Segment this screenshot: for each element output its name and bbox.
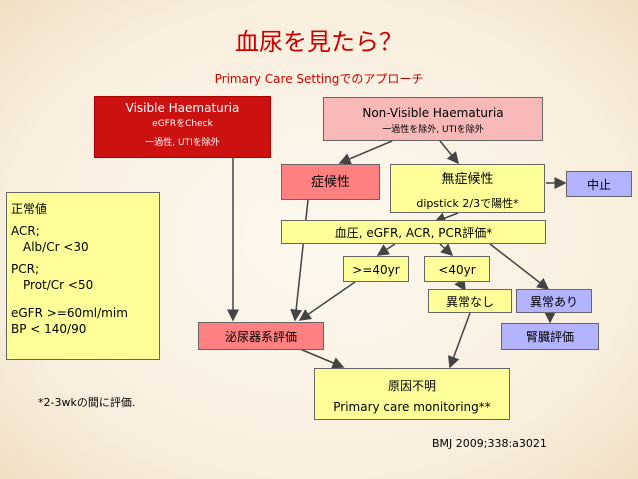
no-abnormal-box: 異常なし xyxy=(428,289,512,313)
urology-evaluation-box: 泌尿器系評価 xyxy=(198,322,324,350)
normal-bp: BP < 140/90 xyxy=(11,322,87,336)
normal-heading: 正常値 xyxy=(11,202,48,216)
evaluation-box: 血圧, eGFR, ACR, PCR評価* xyxy=(281,220,546,244)
unknown-cause-box: 原因不明 Primary care monitoring** xyxy=(314,368,510,420)
visible-line2: 一過性, UTIを除外 xyxy=(145,138,220,148)
page-subtitle: Primary Care Settingでのアプローチ xyxy=(214,72,424,86)
normal-values-box: 正常値 ACR; Alb/Cr <30 PCR; Prot/Cr <50 eGF… xyxy=(6,192,160,360)
abnormal-box: 異常あり xyxy=(516,289,592,313)
citation: BMJ 2009;338:a3021 xyxy=(432,437,547,450)
stop-box: 中止 xyxy=(566,171,632,197)
nonvisible-haematuria-box: Non-Visible Haematuria 一過性を除外, UTIを除外 xyxy=(323,97,543,141)
visible-line1: eGFRをCheck xyxy=(152,119,213,129)
unknown-title: 原因不明 xyxy=(387,379,436,393)
footnote: *2-3wkの間に評価. xyxy=(38,396,136,409)
asymptomatic-box: 無症候性 dipstick 2/3で陽性* xyxy=(390,164,545,213)
asymptomatic-line1: dipstick 2/3で陽性* xyxy=(416,197,519,210)
symptomatic-box: 症候性 xyxy=(281,164,380,200)
unknown-line1: Primary care monitoring** xyxy=(333,400,491,414)
normal-acr-value: Alb/Cr <30 xyxy=(23,240,89,254)
visible-title: Visible Haematuria xyxy=(125,101,240,115)
normal-acr: ACR; xyxy=(11,224,40,238)
age-under-40-box: <40yr xyxy=(424,256,490,282)
nonvisible-title: Non-Visible Haematuria xyxy=(362,106,504,120)
asymptomatic-title: 無症候性 xyxy=(441,172,494,187)
nonvisible-line1: 一過性を除外, UTIを除外 xyxy=(382,125,484,135)
normal-pcr: PCR; xyxy=(11,262,39,276)
age-over-40-box: >=40yr xyxy=(343,256,409,282)
normal-egfr: eGFR >=60ml/mim xyxy=(11,306,128,320)
page-title: 血尿を見たら？ xyxy=(235,28,403,56)
nephrology-evaluation-box: 腎臓評価 xyxy=(501,323,599,350)
visible-haematuria-box: Visible Haematuria eGFRをCheck 一過性, UTIを除… xyxy=(94,96,271,158)
normal-pcr-value: Prot/Cr <50 xyxy=(23,278,94,292)
